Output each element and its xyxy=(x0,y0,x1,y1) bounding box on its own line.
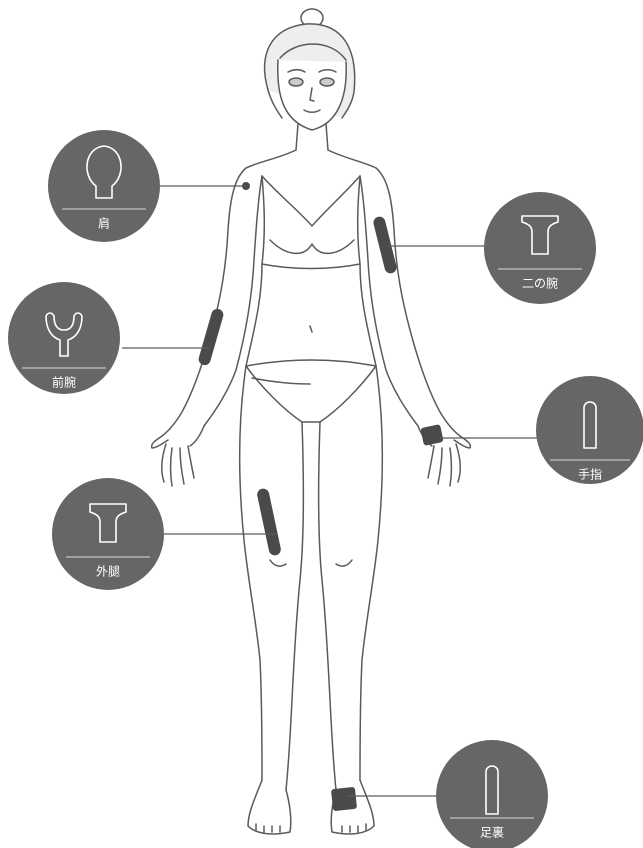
badge-label-forearm: 前腕 xyxy=(52,375,76,390)
badge-label-sole: 足裏 xyxy=(480,825,504,840)
zone-marker-forearm[interactable] xyxy=(197,307,225,366)
badge-sole[interactable]: 足裏 xyxy=(436,740,548,848)
badge-shoulder[interactable]: 肩 xyxy=(48,130,160,242)
badge-label-fingers: 手指 xyxy=(578,467,602,482)
badge-outer-thigh[interactable]: 外腿 xyxy=(52,478,164,590)
badge-label-upper-arm: 二の腕 xyxy=(522,276,558,291)
badge-fingers[interactable]: 手指 xyxy=(536,376,643,484)
leader-lines xyxy=(122,186,540,796)
badge-forearm[interactable]: 前腕 xyxy=(8,282,120,394)
badge-upper-arm[interactable]: 二の腕 xyxy=(484,192,596,304)
zone-marker-fingers[interactable] xyxy=(420,424,443,446)
target-zones xyxy=(197,182,443,811)
badge-label-shoulder: 肩 xyxy=(98,216,110,231)
zone-marker-sole[interactable] xyxy=(331,787,357,811)
badge-label-outer-thigh: 外腿 xyxy=(96,565,120,579)
body-outline xyxy=(152,9,471,834)
zone-marker-outer-thigh[interactable] xyxy=(256,487,282,556)
